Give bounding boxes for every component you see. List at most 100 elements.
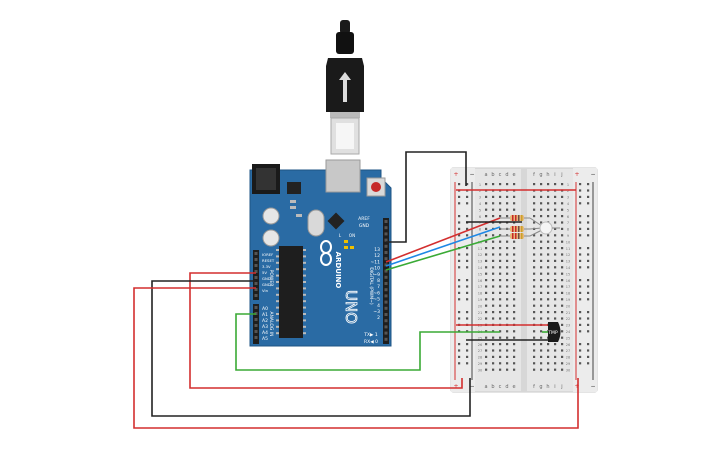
- bb-col-letter: d: [505, 172, 508, 178]
- wire-pin-11[interactable]: [385, 226, 501, 267]
- rgb-led[interactable]: [529, 217, 560, 237]
- label-l: L: [339, 233, 342, 238]
- bb-row-number: 22: [566, 317, 570, 321]
- bb-col-letter: f: [533, 384, 535, 390]
- bb-row-number: 17: [478, 285, 482, 289]
- bb-row-number: 2: [567, 189, 569, 193]
- digital-pin-label: 4: [377, 303, 380, 309]
- bb-col-letter: c: [499, 384, 502, 390]
- bb-col-letter: i: [554, 384, 555, 390]
- bb-row-number: 28: [478, 356, 482, 360]
- bb-col-letter: j: [560, 384, 562, 390]
- rail-minus-label-right: −: [590, 171, 595, 178]
- analog-pin-label: A1: [262, 312, 268, 318]
- bb-row-number: 26: [478, 343, 482, 347]
- bb-row-number: 11: [478, 247, 482, 251]
- bb-row-number: 15: [566, 272, 570, 276]
- wire-vin[interactable]: [133, 287, 579, 429]
- wires[interactable]: [133, 151, 579, 429]
- wire-gnd[interactable]: [151, 280, 471, 417]
- atmega-chip: [279, 246, 303, 338]
- bb-row-number: 16: [478, 279, 482, 283]
- bb-row-number: 12: [566, 253, 570, 257]
- bb-row-number: 4: [567, 202, 570, 206]
- brand-text: ARDUINO: [334, 252, 342, 289]
- power-pin-label: 3.3V: [262, 264, 271, 269]
- usb-cable[interactable]: [326, 20, 364, 155]
- bb-row-number: 1: [479, 183, 481, 187]
- voltage-regulator: [287, 182, 301, 194]
- bb-row-number: 16: [566, 279, 570, 283]
- bb-row-number: 9: [479, 234, 481, 238]
- bb-row-number: 6: [479, 215, 481, 219]
- bb-row-number: 2: [479, 189, 481, 193]
- bb-row-number: 4: [479, 202, 482, 206]
- bb-row-number: 13: [566, 260, 570, 264]
- wire-pin-10[interactable]: [385, 235, 501, 271]
- power-pin-label: 5V: [262, 270, 267, 275]
- power-pin-label: GND: [262, 276, 271, 281]
- bb-row-number: 9: [567, 234, 569, 238]
- bb-row-number: 25: [478, 336, 482, 340]
- label-digital: DIGITAL (PWM~): [368, 267, 374, 305]
- bb-col-letter: e: [512, 172, 515, 178]
- digital-pin-label: ~11: [371, 259, 381, 265]
- resistor-2[interactable]: [500, 226, 530, 232]
- bb-row-number: 29: [478, 362, 482, 366]
- digital-pin-label: ~5: [373, 297, 380, 303]
- rail-plus-label-bottom-right: +: [574, 383, 579, 390]
- bb-row-number: 23: [566, 324, 570, 328]
- model-text: UNO: [342, 290, 360, 324]
- power-pin-label: IOREF: [262, 252, 273, 257]
- resistors[interactable]: [500, 215, 530, 239]
- wire-pin-12[interactable]: [385, 217, 501, 263]
- label-rx: RX◀ 0: [364, 339, 378, 345]
- digital-pin-label: ~3: [373, 309, 380, 315]
- digital-pin-label: 13: [374, 247, 380, 253]
- resistor-1[interactable]: [500, 215, 530, 221]
- rail-minus-label-bottom-right: −: [590, 383, 595, 390]
- digital-pin-label: 8: [377, 278, 380, 284]
- bb-row-number: 30: [566, 368, 570, 372]
- bb-row-number: 21: [566, 311, 570, 315]
- bb-col-letter: e: [512, 384, 515, 390]
- rail-minus-label-bottom: −: [469, 383, 474, 390]
- label-analog-in: ANALOG IN: [268, 311, 274, 336]
- bb-col-letter: j: [560, 172, 562, 178]
- digital-pin-label: 12: [374, 253, 380, 259]
- wire-5v[interactable]: [189, 272, 463, 389]
- temperature-sensor[interactable]: TMP: [547, 322, 561, 342]
- rail-plus-label-right: +: [574, 171, 579, 178]
- wire-a0[interactable]: [235, 313, 500, 371]
- bb-row-number: 5: [479, 208, 481, 212]
- sensor-label: TMP: [547, 330, 558, 336]
- bb-row-number: 25: [566, 336, 570, 340]
- digital-header: [383, 218, 389, 344]
- bb-row-number: 18: [566, 292, 570, 296]
- bb-row-number: 30: [478, 368, 482, 372]
- rail-plus-label-bottom: +: [453, 383, 458, 390]
- resistor-3[interactable]: [500, 233, 530, 239]
- wire-gnd-top[interactable]: [386, 151, 467, 243]
- bb-row-number: 19: [478, 298, 482, 302]
- analog-pin-label: A0: [262, 306, 268, 312]
- rail-minus-label: −: [469, 171, 474, 178]
- bb-col-letter: g: [539, 384, 542, 390]
- bb-row-number: 21: [478, 311, 482, 315]
- bb-col-letter: d: [505, 384, 508, 390]
- label-aref: AREF: [358, 216, 370, 222]
- power-pin-label: GND: [262, 282, 271, 287]
- label-power: POWER: [268, 270, 274, 287]
- bb-row-number: 24: [566, 330, 571, 334]
- bb-row-number: 3: [567, 196, 569, 200]
- bb-row-number: 28: [566, 356, 570, 360]
- usb-chip: [327, 212, 345, 230]
- bb-row-number: 13: [478, 260, 482, 264]
- bb-row-number: 7: [567, 221, 569, 225]
- bb-row-number: 26: [566, 343, 570, 347]
- power-pin-label: Vin: [262, 288, 269, 293]
